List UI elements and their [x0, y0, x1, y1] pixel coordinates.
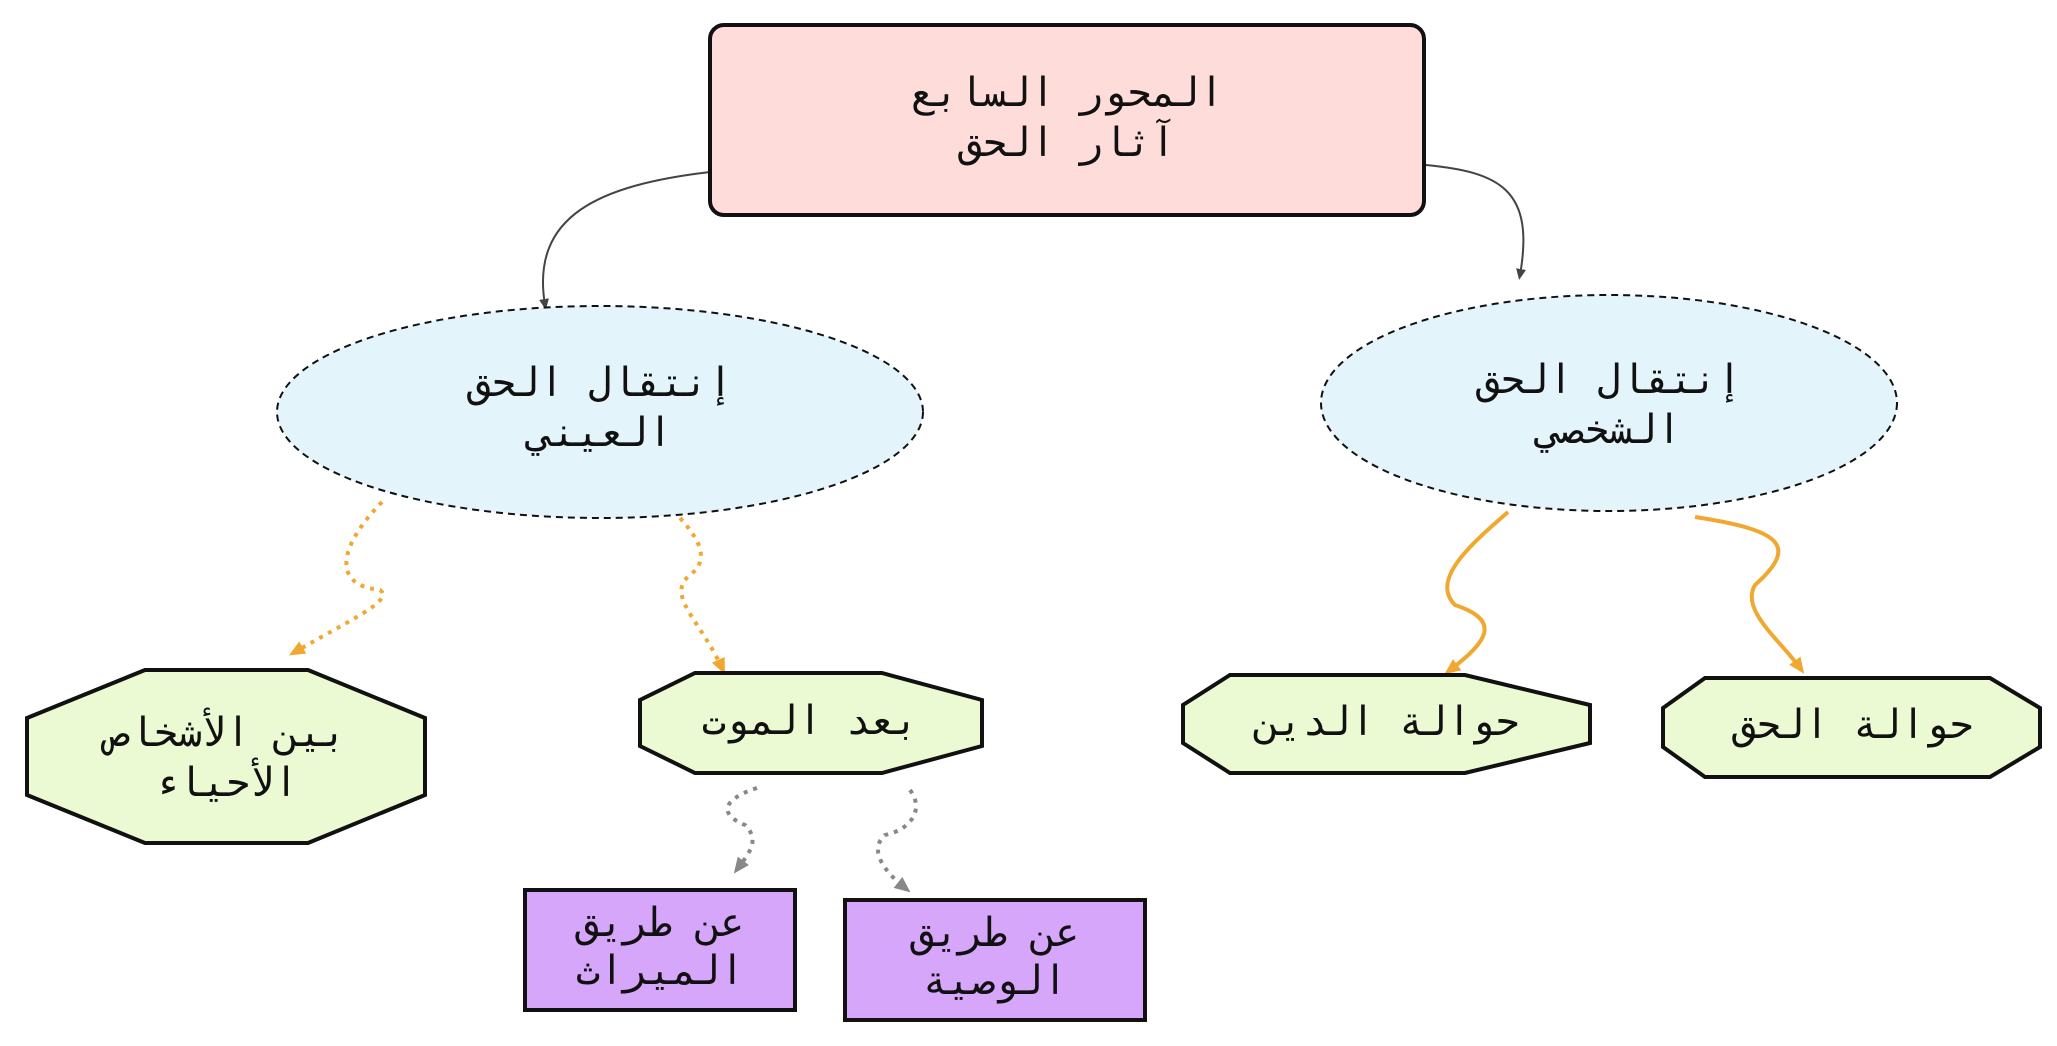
node-personal-transfer: إنتقال الحق الشخصي	[1320, 294, 1898, 512]
node-right-assignment: حوالة الحق	[1661, 676, 2042, 779]
node-real-transfer: إنتقال الحق العيني	[276, 305, 924, 519]
edge-real-transfer-to-between-living	[288, 500, 385, 656]
edge-after-death-to-will	[875, 788, 918, 893]
will-line-1: عن طريق	[910, 910, 1080, 956]
between-living-line-1: بين الأشخاص	[101, 707, 347, 756]
real-transfer-line-1: إنتقال الحق	[467, 360, 733, 406]
after-death-label: بعد الموت	[702, 698, 919, 744]
real-transfer-line-2: العيني	[525, 410, 673, 456]
root-line-1: المحور السابع	[910, 70, 1223, 116]
root-line-2: آثار الحق	[958, 118, 1176, 166]
edge-after-death-to-inheritance	[725, 786, 758, 874]
node-root: المحور السابع آثار الحق	[708, 23, 1426, 217]
right-assignment-label: حوالة الحق	[1732, 702, 1974, 748]
node-after-death: بعد الموت	[638, 671, 984, 775]
edge-root-to-personal-transfer	[1425, 164, 1526, 280]
edge-personal-transfer-to-debt-assignment	[1444, 510, 1510, 675]
will-line-2: الوصية	[923, 958, 1068, 1004]
debt-assignment-octagon	[1181, 673, 1592, 775]
edges	[288, 164, 1805, 893]
will-box	[843, 898, 1147, 1022]
real-transfer-ellipse	[276, 305, 924, 519]
root-box	[708, 23, 1426, 217]
edge-root-to-real-transfer	[539, 171, 711, 310]
personal-transfer-line-1: إنتقال الحق	[1476, 357, 1742, 403]
edge-real-transfer-to-after-death	[678, 516, 725, 675]
personal-transfer-ellipse	[1320, 294, 1898, 512]
after-death-octagon	[638, 671, 984, 775]
inheritance-box	[523, 888, 797, 1012]
between-living-octagon	[25, 668, 427, 845]
inheritance-line-1: عن طريق	[575, 900, 745, 946]
node-will: عن طريق الوصية	[843, 898, 1147, 1022]
debt-assignment-label: حوالة الدين	[1254, 699, 1520, 745]
node-inheritance: عن طريق الميراث	[523, 888, 797, 1012]
right-assignment-octagon	[1661, 676, 2042, 779]
personal-transfer-line-2: الشخصي	[1534, 407, 1682, 453]
edge-personal-transfer-to-right-assignment	[1694, 515, 1805, 674]
node-debt-assignment: حوالة الدين	[1181, 673, 1592, 775]
node-between-living: بين الأشخاص الأحياء	[25, 668, 427, 845]
inheritance-line-2: الميراث	[576, 948, 745, 994]
between-living-line-2: الأحياء	[154, 757, 299, 806]
